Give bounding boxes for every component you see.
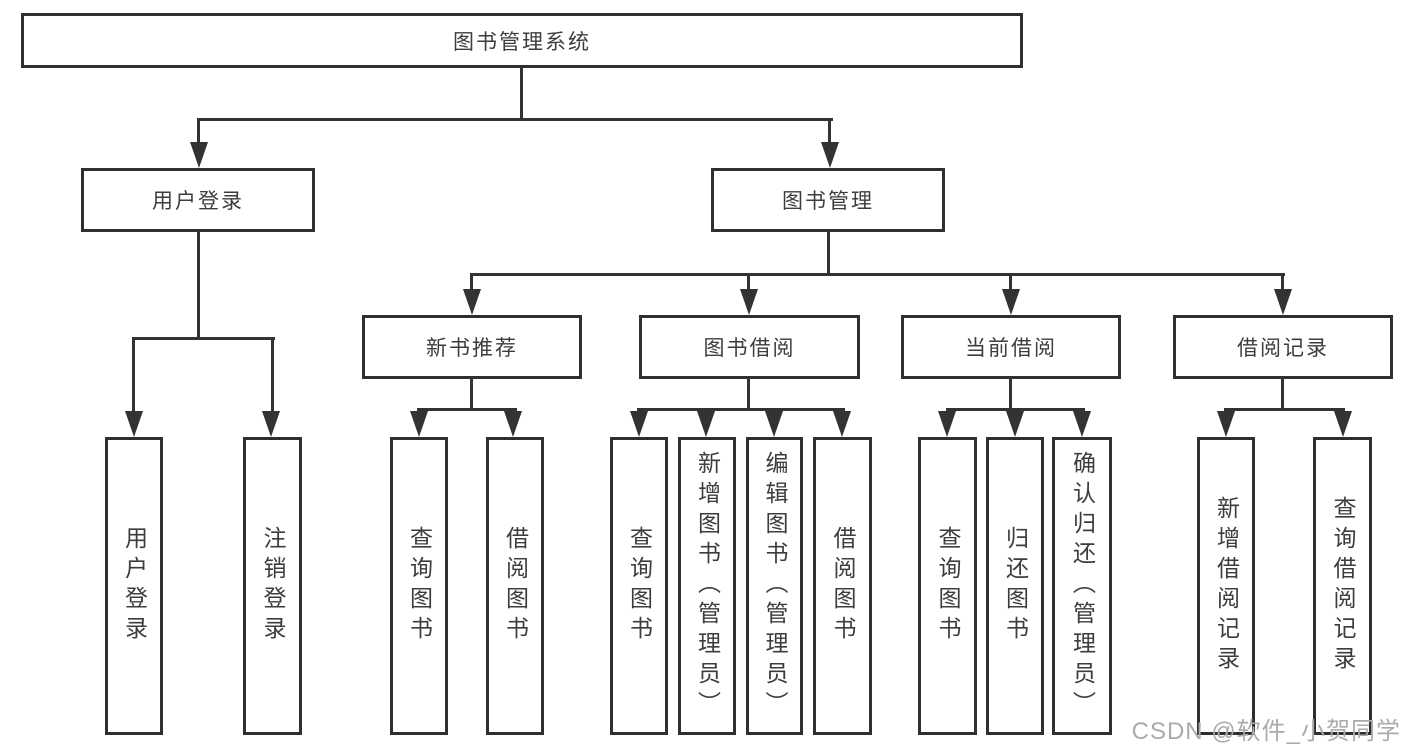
connector-line bbox=[1224, 408, 1345, 411]
node-label: 用户登录 bbox=[152, 190, 244, 213]
arrow-down-icon bbox=[938, 411, 956, 437]
node-label: 确认归还（管理员） bbox=[1069, 451, 1096, 721]
node-label: 查询图书 bbox=[406, 526, 433, 646]
node-label: 注销登录 bbox=[260, 526, 286, 646]
arrow-down-icon bbox=[190, 142, 208, 168]
node-label: 借阅图书 bbox=[502, 526, 529, 646]
arrow-down-icon bbox=[1274, 289, 1292, 315]
connector-line bbox=[827, 230, 830, 275]
arrow-down-icon bbox=[262, 411, 280, 437]
connector-line bbox=[470, 275, 473, 291]
node-label: 新增借阅记录 bbox=[1213, 496, 1240, 676]
node-label: 图书借阅 bbox=[703, 337, 796, 360]
node-label: 编辑图书（管理员） bbox=[762, 451, 788, 721]
arrow-down-icon bbox=[1217, 411, 1235, 437]
leaf-edit-books-admin: 编辑图书（管理员） bbox=[746, 437, 803, 735]
arrow-down-icon bbox=[765, 411, 783, 437]
arrow-down-icon bbox=[125, 411, 143, 437]
arrow-down-icon bbox=[740, 289, 758, 315]
connector-line bbox=[197, 120, 200, 145]
leaf-return-books: 归还图书 bbox=[986, 437, 1044, 735]
watermark-text: CSDN @软件_小贺同学 bbox=[1131, 718, 1401, 745]
node-book-management: 图书管理 bbox=[711, 168, 945, 232]
node-book-borrowing: 图书借阅 bbox=[639, 315, 860, 379]
leaf-query-borrow-record: 查询借阅记录 bbox=[1313, 437, 1372, 735]
arrow-down-icon bbox=[697, 411, 715, 437]
node-label: 用户登录 bbox=[121, 526, 148, 646]
connector-line bbox=[417, 408, 517, 411]
node-label: 图书管理系统 bbox=[453, 30, 591, 54]
leaf-borrow-books-borrowing: 借阅图书 bbox=[813, 437, 872, 735]
node-label: 当前借阅 bbox=[965, 337, 1057, 360]
arrow-down-icon bbox=[1334, 411, 1352, 437]
connector-line bbox=[470, 273, 1285, 276]
node-label: 归还图书 bbox=[1002, 526, 1029, 646]
arrow-down-icon bbox=[1002, 289, 1020, 315]
connector-line bbox=[747, 377, 750, 410]
node-borrowing-records: 借阅记录 bbox=[1173, 315, 1393, 379]
node-label: 查询图书 bbox=[935, 526, 961, 646]
node-label: 图书管理 bbox=[782, 190, 874, 213]
node-label: 查询借阅记录 bbox=[1330, 496, 1356, 676]
node-label: 查询图书 bbox=[626, 526, 653, 646]
arrow-down-icon bbox=[821, 142, 839, 168]
leaf-add-borrow-record: 新增借阅记录 bbox=[1197, 437, 1255, 735]
connector-line bbox=[1009, 377, 1012, 410]
arrow-down-icon bbox=[1073, 411, 1091, 437]
connector-line bbox=[470, 377, 473, 410]
node-new-book-recommend: 新书推荐 bbox=[362, 315, 582, 379]
node-library-system: 图书管理系统 bbox=[21, 13, 1023, 68]
arrow-down-icon bbox=[833, 411, 851, 437]
connector-line bbox=[747, 275, 750, 291]
arrow-down-icon bbox=[410, 411, 428, 437]
leaf-query-books-recommend: 查询图书 bbox=[390, 437, 448, 735]
leaf-borrow-books-recommend: 借阅图书 bbox=[486, 437, 544, 735]
node-label: 借阅记录 bbox=[1237, 337, 1329, 360]
connector-line bbox=[946, 408, 1085, 411]
connector-line bbox=[1281, 377, 1284, 410]
connector-line bbox=[132, 339, 135, 414]
connector-line bbox=[1009, 275, 1012, 291]
connector-line bbox=[271, 339, 274, 414]
leaf-user-login: 用户登录 bbox=[105, 437, 163, 735]
arrow-down-icon bbox=[1006, 411, 1024, 437]
arrow-down-icon bbox=[463, 289, 481, 315]
arrow-down-icon bbox=[630, 411, 648, 437]
arrow-down-icon bbox=[504, 411, 522, 437]
connector-line bbox=[828, 120, 831, 145]
node-label: 借阅图书 bbox=[830, 526, 856, 646]
node-label: 新书推荐 bbox=[426, 337, 518, 360]
connector-line bbox=[132, 337, 275, 340]
leaf-confirm-return-admin: 确认归还（管理员） bbox=[1052, 437, 1112, 735]
leaf-add-books-admin: 新增图书（管理员） bbox=[678, 437, 736, 735]
connector-line bbox=[197, 118, 833, 121]
connector-line bbox=[197, 230, 200, 339]
connector-line bbox=[1281, 275, 1284, 291]
node-user-login: 用户登录 bbox=[81, 168, 315, 232]
connector-line bbox=[520, 68, 523, 120]
node-label: 新增图书（管理员） bbox=[694, 451, 721, 721]
leaf-logout: 注销登录 bbox=[243, 437, 302, 735]
leaf-query-books-borrowing: 查询图书 bbox=[610, 437, 668, 735]
connector-line bbox=[637, 408, 845, 411]
leaf-query-books-current: 查询图书 bbox=[918, 437, 977, 735]
node-current-borrowing: 当前借阅 bbox=[901, 315, 1121, 379]
